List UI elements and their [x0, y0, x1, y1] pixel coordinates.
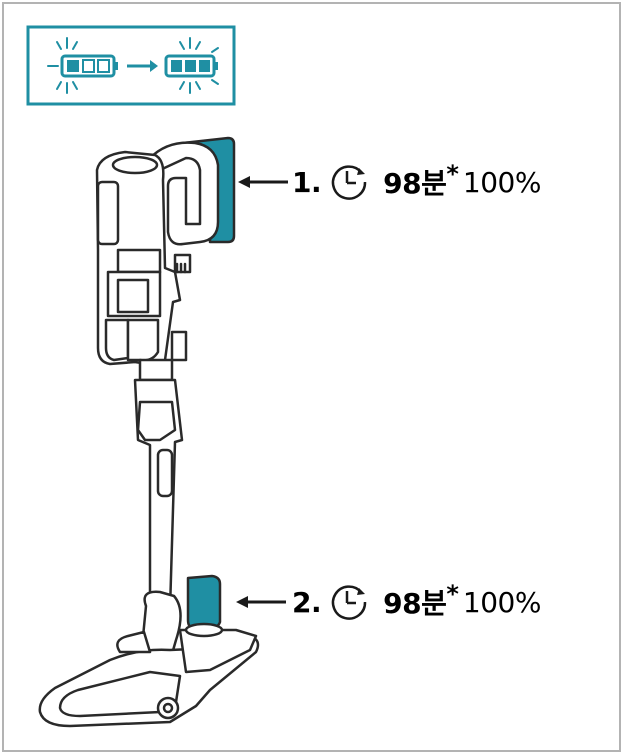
- callout-arrow-1: [238, 176, 288, 188]
- callout-2: 2. 98분 * 100%: [292, 580, 542, 622]
- callout-1: 1. 98분 * 100%: [292, 160, 542, 202]
- callout-arrow-2: [236, 596, 286, 608]
- stick-vacuum-drawing: [38, 136, 260, 728]
- handheld-battery-pack: [181, 136, 236, 244]
- charge-duration: 98분: [383, 587, 447, 620]
- battery-full-flashing-icon: [164, 54, 218, 78]
- footnote-asterisk: *: [446, 580, 459, 608]
- arrow-right-icon: [127, 60, 158, 72]
- step-number: 1.: [292, 165, 322, 199]
- handle: [148, 141, 220, 246]
- charge-duration: 98분: [383, 167, 447, 200]
- spare-battery: [186, 574, 222, 630]
- charging-dock: [178, 628, 258, 674]
- flash-rays-icon: [47, 37, 78, 94]
- charge-percent: 100%: [462, 165, 542, 199]
- battery-one-bar-flashing-icon: [60, 54, 118, 78]
- step-number: 2.: [292, 585, 322, 619]
- footnote-asterisk: *: [446, 160, 459, 188]
- clock-icon: [331, 165, 367, 200]
- charge-percent: 100%: [462, 585, 542, 619]
- clock-icon: [331, 585, 367, 620]
- battery-indicator-box: [26, 25, 236, 106]
